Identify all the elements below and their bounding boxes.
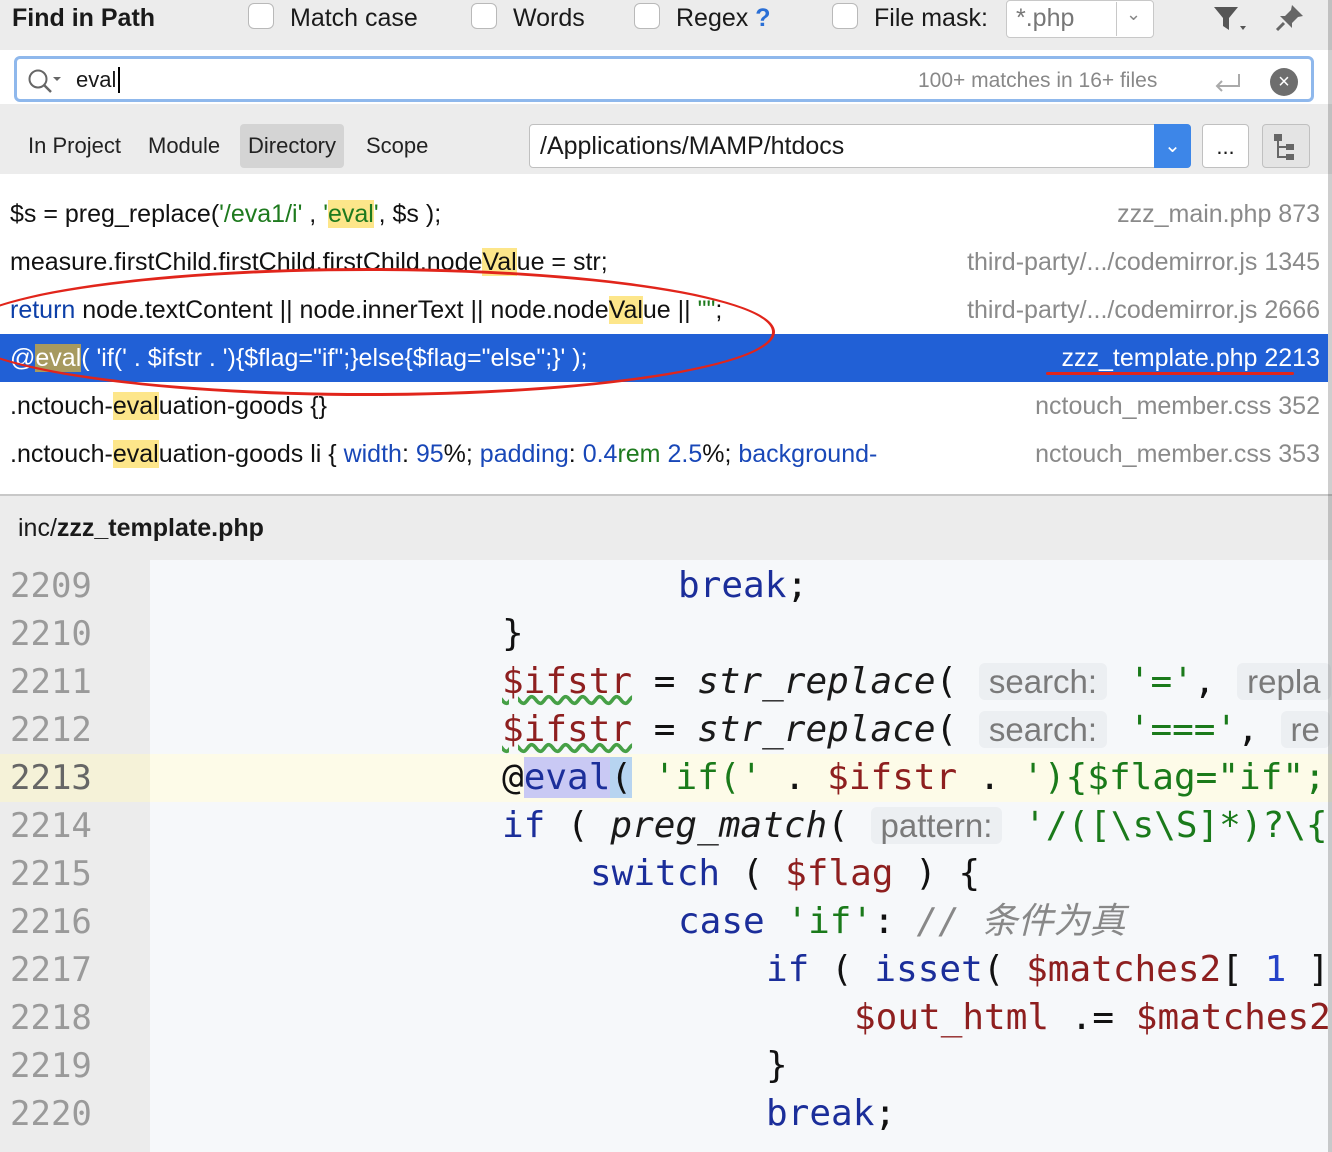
enter-icon[interactable] <box>1212 70 1244 96</box>
search-icon[interactable] <box>26 66 64 96</box>
line-number-current: 2213 <box>10 758 92 798</box>
regex-label[interactable]: Regex <box>676 4 749 32</box>
tree-view-button[interactable] <box>1262 124 1310 168</box>
param-hint: search: <box>978 663 1108 700</box>
words-checkbox[interactable] <box>471 3 497 29</box>
text-caret <box>118 67 120 93</box>
regex-label-wrap[interactable]: Regex ? <box>676 4 771 32</box>
code-line-current: @eval( 'if(' . $ifstr . '){$flag="if"; <box>502 757 1326 798</box>
result-code: $s = preg_replace('/eva1/i' , 'eval', $s… <box>10 200 442 228</box>
line-number: 2216 <box>10 902 92 942</box>
preview-path-dir: inc/ <box>18 514 57 542</box>
code-line: $ifstr = str_replace( search: '===', re <box>502 706 1330 754</box>
tree-icon[interactable] <box>1263 125 1311 169</box>
line-number: 2217 <box>10 950 92 990</box>
result-row[interactable]: .nctouch-evaluation-goods li { width: 95… <box>0 430 1328 478</box>
result-file: nctouch_member.css 353 <box>1017 430 1320 478</box>
filter-icon[interactable] <box>1212 4 1250 34</box>
code-line: break; <box>678 565 809 606</box>
code-line: $out_html .= $matches2 <box>854 997 1331 1038</box>
file-mask-checkbox[interactable] <box>832 3 858 29</box>
file-mask-label[interactable]: File mask: <box>874 4 988 32</box>
result-file: zzz_main.php 873 <box>1099 190 1320 238</box>
dialog-title: Find in Path <box>12 4 156 32</box>
result-file: nctouch_member.css 352 <box>1017 382 1320 430</box>
match-count: 100+ matches in 16+ files <box>918 69 1158 92</box>
directory-combo[interactable] <box>529 124 1191 168</box>
regex-help-icon[interactable]: ? <box>755 4 771 32</box>
code-line: $ifstr = str_replace( search: '=', repla <box>502 658 1331 706</box>
line-number: 2214 <box>10 806 92 846</box>
chevron-down-icon[interactable]: ⌄ <box>1164 135 1181 157</box>
words-label[interactable]: Words <box>513 4 585 32</box>
result-row[interactable]: measure.firstChild.firstChild.firstChild… <box>0 238 1328 286</box>
param-hint: repla <box>1237 663 1331 700</box>
current-line-highlight <box>0 754 1332 802</box>
result-file: third-party/.../codemirror.js 2666 <box>949 286 1320 334</box>
preview-header <box>0 494 1332 560</box>
match-case-label[interactable]: Match case <box>290 4 418 32</box>
line-number: 2215 <box>10 854 92 894</box>
directory-path[interactable]: /Applications/MAMP/htdocs <box>540 132 845 160</box>
line-number: 2220 <box>10 1094 92 1134</box>
result-row[interactable]: $s = preg_replace('/eva1/i' , 'eval', $s… <box>0 190 1328 238</box>
result-row[interactable]: return node.textContent || node.innerTex… <box>0 286 1328 334</box>
line-gutter <box>0 560 150 1152</box>
line-number: 2212 <box>10 710 92 750</box>
file-mask-combo[interactable] <box>1006 0 1154 38</box>
current-line-gutter <box>0 754 150 802</box>
file-mask-value[interactable]: *.php <box>1016 4 1075 32</box>
annotation-underline <box>1046 372 1294 375</box>
result-file: zzz_template.php 2213 <box>1061 344 1320 372</box>
tab-scope[interactable]: Scope <box>366 133 429 158</box>
results-list[interactable]: $s = preg_replace('/eva1/i' , 'eval', $s… <box>0 174 1332 494</box>
line-number: 2218 <box>10 998 92 1038</box>
regex-checkbox[interactable] <box>634 3 660 29</box>
directory-dropdown-button[interactable]: ⌄ <box>1154 124 1191 168</box>
line-number: 2210 <box>10 614 92 654</box>
clear-search-button[interactable]: × <box>1270 68 1298 96</box>
tab-directory[interactable]: Directory <box>240 124 345 168</box>
code-line: switch ( $flag ) { <box>590 853 981 894</box>
result-row[interactable]: .nctouch-evaluation-goods {} nctouch_mem… <box>0 382 1328 430</box>
line-number: 2211 <box>10 662 92 702</box>
code-comment: // 条件为真 <box>916 901 1126 942</box>
result-code: .nctouch-evaluation-goods li { width: 95… <box>10 440 878 468</box>
code-line: break; <box>766 1093 897 1134</box>
param-hint: re <box>1280 711 1330 748</box>
line-number: 2209 <box>10 566 92 606</box>
chevron-down-icon[interactable]: ⌄ <box>1126 4 1142 24</box>
result-code: @eval( 'if(' . $ifstr . '){$flag="if";}e… <box>10 344 588 372</box>
code-line: if ( isset( $matches2[ 1 ] <box>766 949 1330 990</box>
result-code: return node.textContent || node.innerTex… <box>10 296 723 324</box>
param-hint: pattern: <box>870 807 1003 844</box>
code-line: case 'if': // 条件为真 <box>678 901 1126 942</box>
result-file: third-party/.../codemirror.js 1345 <box>949 238 1320 286</box>
preview-file-path: inc/zzz_template.php <box>18 512 264 544</box>
result-code: measure.firstChild.firstChild.firstChild… <box>10 248 608 276</box>
tab-module[interactable]: Module <box>148 133 221 158</box>
search-input[interactable]: eval <box>76 67 117 92</box>
search-field[interactable] <box>14 56 1314 102</box>
code-line: if ( preg_match( pattern: '/([\s\S]*)?\{ <box>502 805 1328 846</box>
browse-button[interactable]: ... <box>1202 124 1249 168</box>
pin-icon[interactable] <box>1274 2 1306 34</box>
window-edge <box>1328 0 1332 1152</box>
tab-in-project[interactable]: In Project <box>28 133 121 158</box>
match-case-checkbox[interactable] <box>248 3 274 29</box>
close-icon[interactable]: × <box>1278 71 1290 93</box>
preview-path-file: zzz_template.php <box>56 514 264 542</box>
code-preview[interactable] <box>0 560 1332 1152</box>
line-number: 2219 <box>10 1046 92 1086</box>
code-line: } <box>766 1045 788 1086</box>
param-hint: search: <box>978 711 1108 748</box>
result-code: .nctouch-evaluation-goods {} <box>10 392 327 420</box>
code-line: } <box>502 613 524 654</box>
file-mask-divider <box>1116 2 1117 36</box>
